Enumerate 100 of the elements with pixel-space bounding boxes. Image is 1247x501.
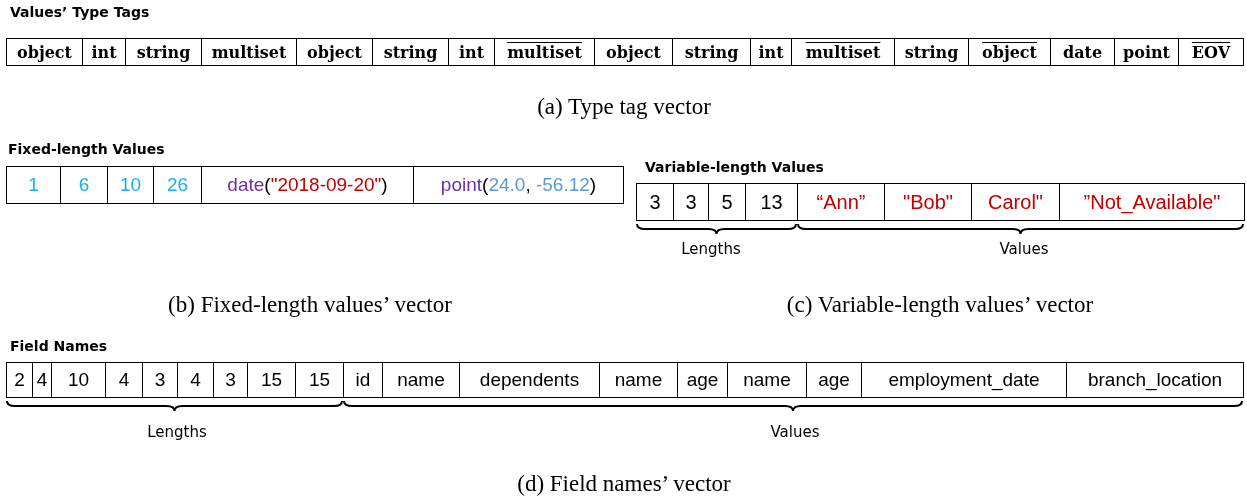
vector-cell xyxy=(107,166,154,204)
vector-cell xyxy=(884,183,972,221)
cell-text: age xyxy=(686,369,719,391)
cell-text: multiset xyxy=(507,42,582,62)
cell-text: Carol" xyxy=(988,190,1043,214)
vector-cell xyxy=(894,38,969,66)
vector-cell xyxy=(296,38,373,66)
cell-text: name xyxy=(743,369,791,391)
vector-cell xyxy=(797,183,885,221)
bracket-label: Values xyxy=(999,240,1049,258)
vector-cell xyxy=(971,183,1060,221)
cell-text: name xyxy=(614,369,663,391)
cell-text: int xyxy=(91,42,117,62)
cell-text: 10 xyxy=(67,369,90,391)
vector-cell xyxy=(82,38,126,66)
cell-text: string xyxy=(383,42,438,62)
vector-cell xyxy=(727,362,807,398)
vector-heading: Values’ Type Tags xyxy=(10,4,150,20)
vector-cell xyxy=(372,38,449,66)
vector-cell xyxy=(677,362,728,398)
cell-text: 4 xyxy=(36,369,48,391)
cell-text: 5 xyxy=(721,190,733,214)
vector-cell xyxy=(60,166,108,204)
vector-cell xyxy=(1114,38,1179,66)
cell-text: date("2018-09-20") xyxy=(227,174,388,196)
vector-cell xyxy=(247,362,296,398)
vector-cell xyxy=(125,38,202,66)
vector-cell xyxy=(6,38,83,66)
cell-text: string xyxy=(904,42,959,62)
cell-text: 4 xyxy=(118,369,130,391)
vector-cell xyxy=(448,38,495,66)
vector-cell xyxy=(413,166,624,204)
vector-cell xyxy=(599,362,678,398)
cell-text: 3 xyxy=(649,190,661,214)
cell-text: string xyxy=(136,42,191,62)
cell-text: 3 xyxy=(154,369,166,391)
vector-cell xyxy=(177,362,214,398)
vector-cell xyxy=(494,38,595,66)
vector-cell xyxy=(153,166,202,204)
vector-cell xyxy=(968,38,1051,66)
cell-text: int xyxy=(758,42,784,62)
cell-text: name xyxy=(397,369,445,391)
cell-text: 10 xyxy=(119,174,142,196)
vector-cell xyxy=(1059,183,1245,221)
cell-text: "Bob" xyxy=(903,190,953,214)
figure-caption: (b) Fixed-length values’ vector xyxy=(168,292,452,318)
vector-cell xyxy=(791,38,895,66)
cell-text: object xyxy=(606,42,661,62)
vector-cell xyxy=(750,38,792,66)
vector-cell xyxy=(459,362,600,398)
cell-text: multiset xyxy=(211,42,287,62)
vector-cell xyxy=(105,362,143,398)
figure-caption: (d) Field names’ vector xyxy=(517,471,731,497)
cell-text: object xyxy=(307,42,362,62)
figure-caption: (a) Type tag vector xyxy=(537,94,711,120)
cell-text: 2 xyxy=(14,369,25,391)
vector-cell xyxy=(213,362,248,398)
vector-cell xyxy=(745,183,798,221)
cell-text: multiset xyxy=(805,42,881,62)
vector-cell xyxy=(201,166,414,204)
cell-text: 15 xyxy=(260,369,283,391)
vector-cell xyxy=(51,362,106,398)
vector-heading: Variable-length Values xyxy=(645,159,824,175)
cell-text: int xyxy=(458,42,485,62)
vector-cell xyxy=(6,166,61,204)
cell-text: object xyxy=(982,42,1037,62)
vector-cell xyxy=(636,183,674,221)
cell-text: age xyxy=(818,369,850,391)
vector-cell xyxy=(861,362,1067,398)
vector-cell xyxy=(382,362,460,398)
cell-text: object xyxy=(17,42,72,62)
figure-caption: (c) Variable-length values’ vector xyxy=(786,292,1094,318)
cell-text: EOV xyxy=(1191,42,1231,62)
cell-text: branch_location xyxy=(1087,369,1223,391)
cell-text: dependents xyxy=(479,369,580,391)
cell-text: 26 xyxy=(166,174,189,196)
vector-heading: Field Names xyxy=(10,338,108,354)
vector-cell xyxy=(201,38,297,66)
cell-text: 3 xyxy=(225,369,236,391)
vector-heading: Fixed-length Values xyxy=(8,141,165,157)
vector-cell xyxy=(1178,38,1244,66)
vector-cell xyxy=(295,362,344,398)
cell-text: employment_date xyxy=(888,369,1040,391)
vector-cell xyxy=(142,362,178,398)
cell-text: 15 xyxy=(308,369,331,391)
bracket-label: Lengths xyxy=(147,423,207,441)
cell-text: 4 xyxy=(190,369,201,391)
cell-text: string xyxy=(684,42,739,62)
cell-text: 3 xyxy=(685,190,697,214)
vector-cell xyxy=(32,362,52,398)
bracket-label: Values xyxy=(770,423,820,441)
vector-cell xyxy=(806,362,862,398)
vector-cell xyxy=(708,183,746,221)
vector-cell xyxy=(6,362,33,398)
cell-text: ”Not_Available" xyxy=(1083,190,1221,214)
cell-text: 6 xyxy=(78,174,90,196)
cell-text: id xyxy=(355,369,371,391)
cell-text: 13 xyxy=(760,190,783,214)
cell-text: point(24.0, -56.12) xyxy=(440,174,597,196)
vector-cell xyxy=(594,38,673,66)
